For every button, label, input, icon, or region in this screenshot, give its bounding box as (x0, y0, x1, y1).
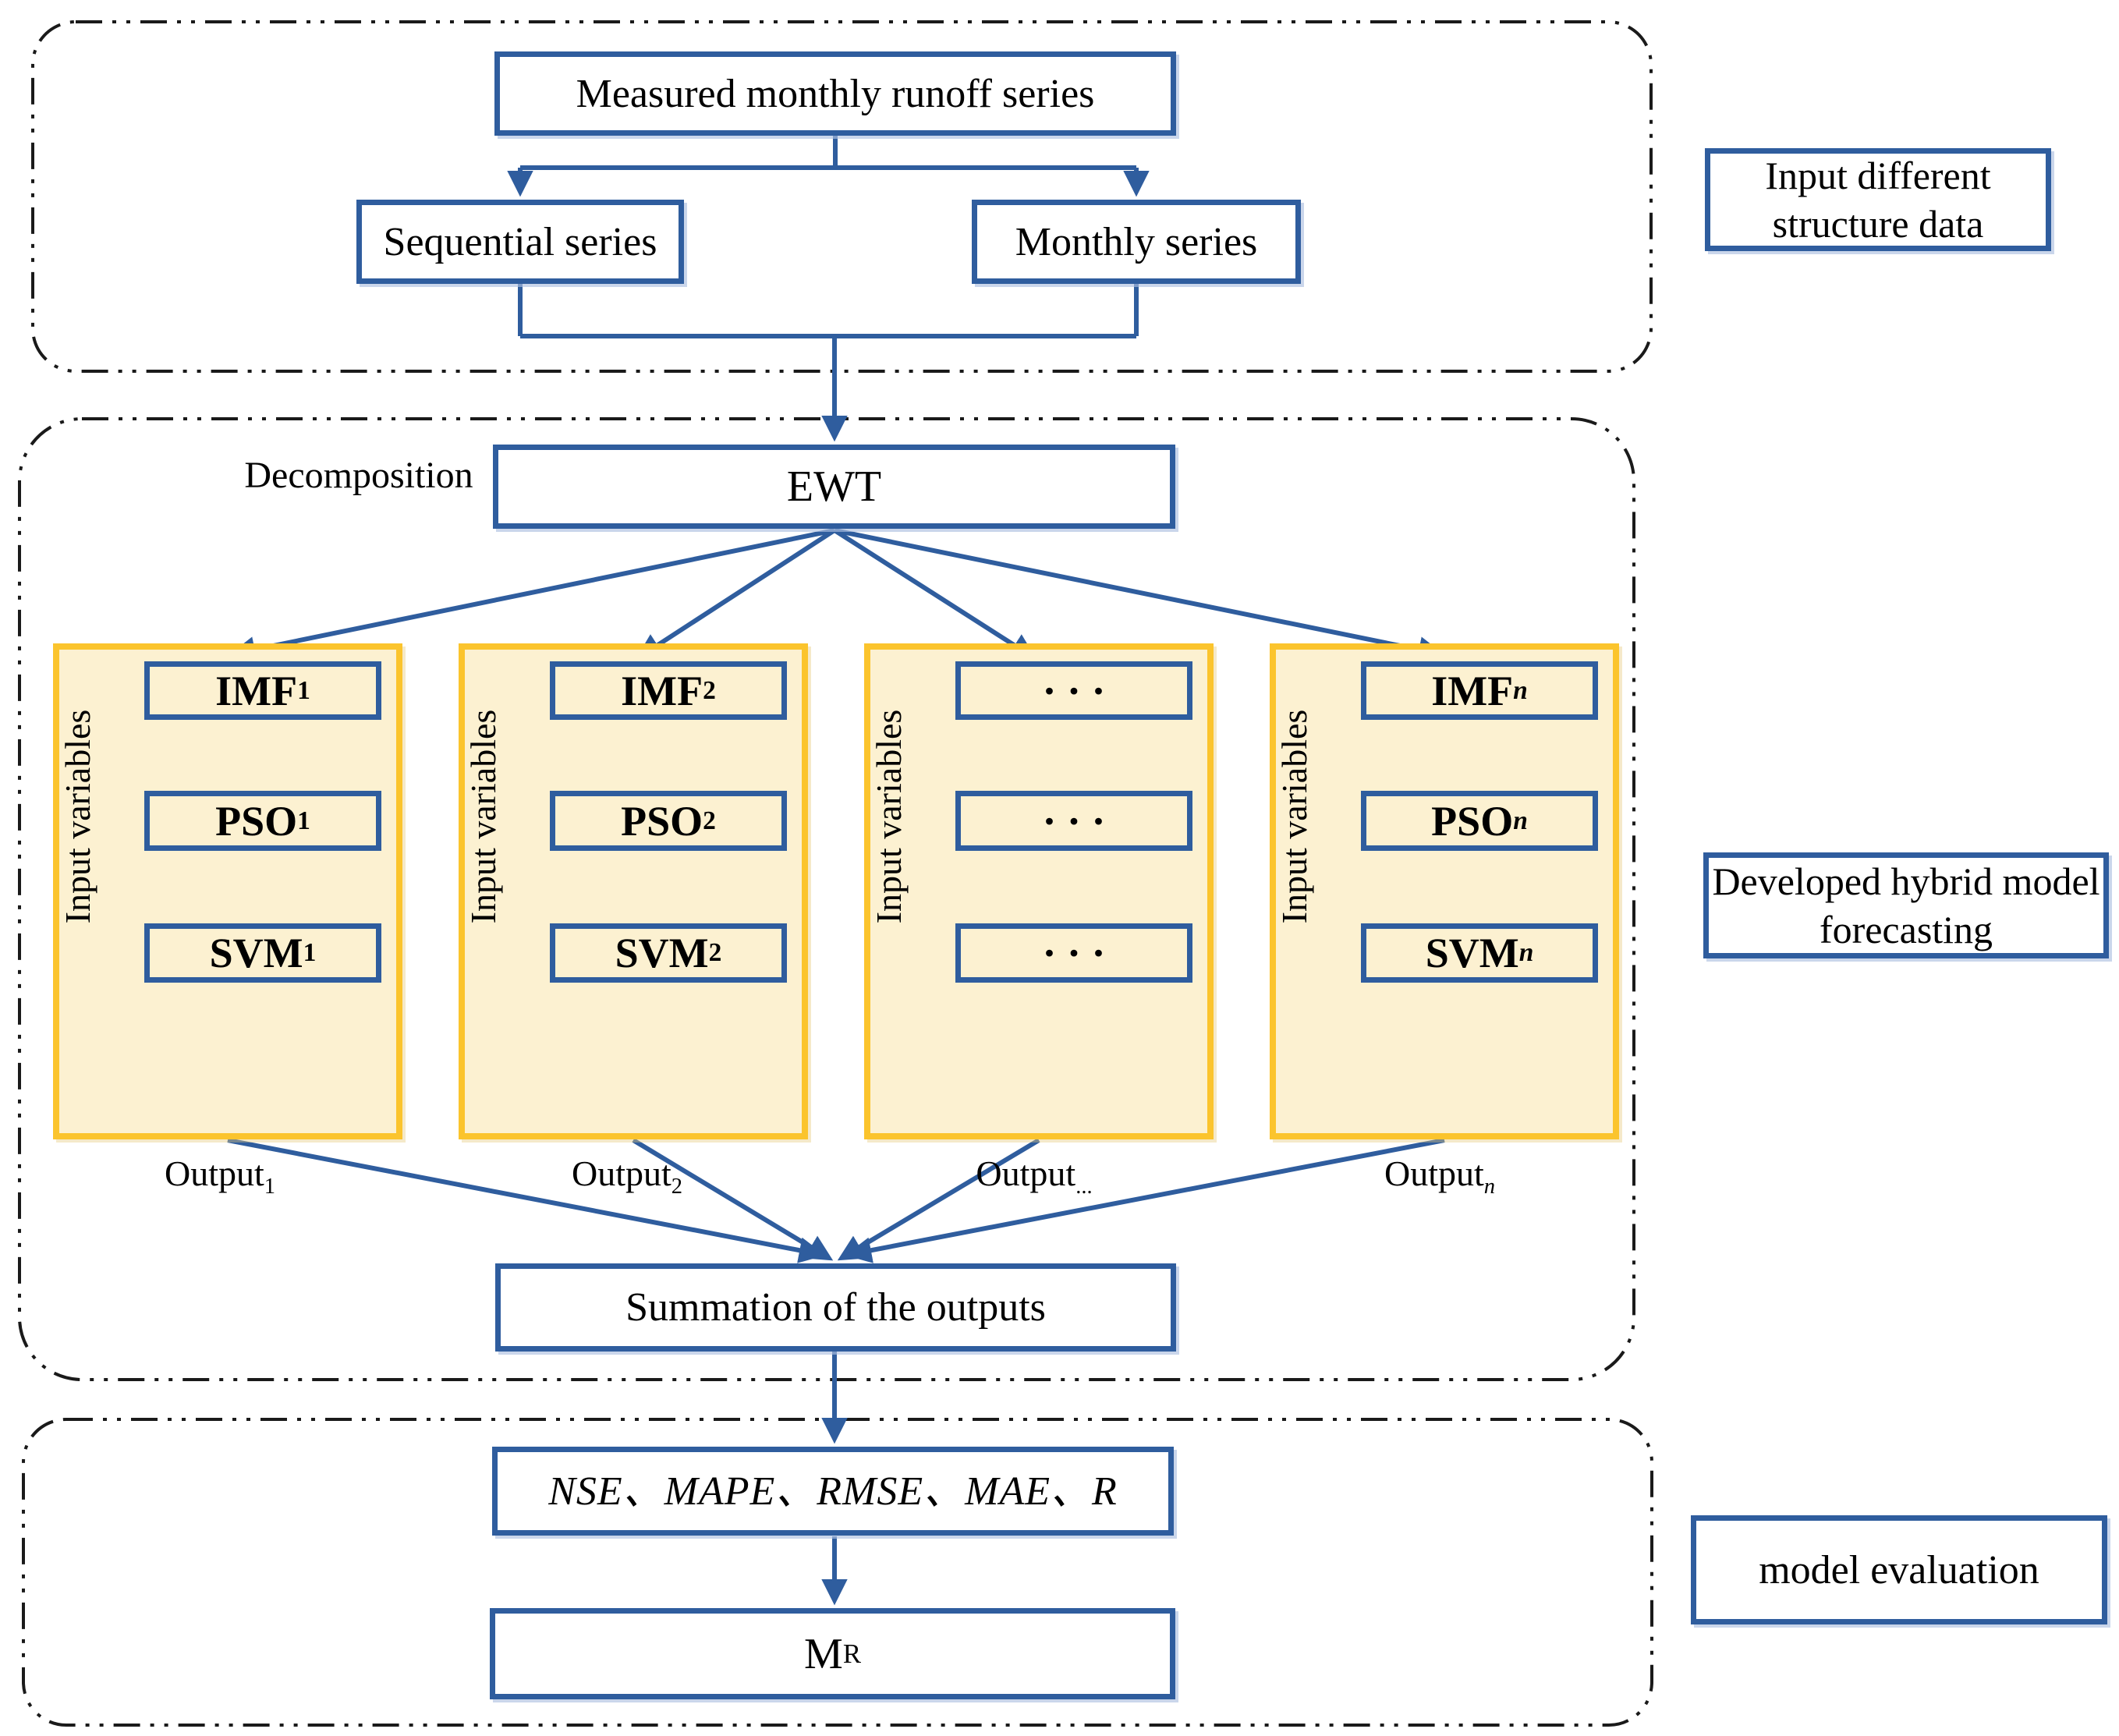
metrics-label: NSE、MAPE、RMSE、MAE、R (548, 1469, 1118, 1514)
section-border-evaluation (22, 1418, 1653, 1727)
output3-label: Output... (941, 1153, 1128, 1198)
submodel-panel-3: Input variables · · · · · · · · · (864, 643, 1214, 1139)
panel4-imf-label: IMF (1431, 667, 1514, 714)
panel1-imf-label: IMF (215, 667, 298, 714)
sequential-series-box: Sequential series (356, 200, 684, 284)
side-label-hybrid-model: Developed hybrid model forecasting (1703, 852, 2109, 958)
panel3-imf-box: · · · (955, 661, 1192, 720)
sequential-series-label: Sequential series (383, 219, 657, 264)
arrow-output4-to-summation (845, 1138, 1445, 1263)
panel1-svm-label: SVM (209, 930, 303, 976)
arrow-ewt-to-panel-4 (834, 528, 1445, 663)
output1-label: Output1 (126, 1153, 314, 1198)
ewt-box: EWT (493, 445, 1175, 529)
panel1-pso-label: PSO (215, 797, 298, 845)
output4-sub: n (1483, 1174, 1496, 1199)
panel2-svm-label: SVM (615, 930, 709, 976)
output2-sub: 2 (671, 1174, 683, 1199)
output4-label: Outputn (1346, 1153, 1533, 1198)
result-label: M (804, 1629, 843, 1678)
decomposition-label: Decomposition (244, 455, 473, 496)
panel3-svm-label: · · · (1042, 930, 1106, 976)
output1-sub: 1 (264, 1174, 276, 1199)
panel3-input-variables-label: Input variables (869, 709, 909, 924)
panel4-pso-label: PSO (1431, 797, 1514, 845)
panel3-svm-box: · · · (955, 923, 1192, 983)
side-label-model-evaluation: model evaluation (1691, 1515, 2107, 1624)
metrics-box: NSE、MAPE、RMSE、MAE、R (492, 1447, 1174, 1536)
panel3-pso-box: · · · (955, 791, 1192, 851)
panel2-pso-label: PSO (621, 797, 703, 845)
panel2-input-variables-label: Input variables (463, 709, 503, 924)
measured-runoff-box: Measured monthly runoff series (494, 51, 1176, 136)
arrow-output2-to-summation (632, 1138, 834, 1261)
panel4-input-variables-label: Input variables (1274, 709, 1314, 924)
side-label-hybrid-model-text: Developed hybrid model forecasting (1712, 859, 2100, 952)
side-label-input-data: Input different structure data (1705, 148, 2051, 251)
output3-sub: ... (1075, 1174, 1093, 1199)
arrow-ewt-to-panel-3 (833, 528, 1037, 660)
output2-text: Output (571, 1153, 671, 1193)
side-label-model-evaluation-text: model evaluation (1759, 1547, 2039, 1593)
ewt-label: EWT (786, 462, 882, 511)
output1-text: Output (164, 1153, 264, 1193)
arrow-output1-to-summation (227, 1138, 826, 1263)
panel2-imf-label: IMF (621, 667, 703, 714)
monthly-series-box: Monthly series (972, 200, 1301, 284)
arrow-output3-to-summation (837, 1138, 1040, 1261)
section-border-input-data (31, 20, 1653, 373)
panel1-input-variables-label: Input variables (58, 709, 97, 924)
side-label-input-data-text: Input different structure data (1765, 153, 1991, 246)
measured-runoff-label: Measured monthly runoff series (576, 71, 1095, 116)
panel4-svm-label: SVM (1425, 930, 1519, 976)
panel3-pso-label: · · · (1042, 797, 1106, 845)
arrow-ewt-to-panel-1 (229, 528, 835, 663)
summation-label: Summation of the outputs (625, 1285, 1046, 1330)
output2-label: Output2 (533, 1153, 721, 1198)
panel3-imf-label: · · · (1042, 667, 1106, 714)
arrow-ewt-to-panel-2 (635, 528, 836, 660)
monthly-series-label: Monthly series (1015, 219, 1258, 264)
summation-box: Summation of the outputs (495, 1263, 1176, 1352)
output3-text: Output (976, 1153, 1076, 1193)
output4-text: Output (1384, 1153, 1484, 1193)
